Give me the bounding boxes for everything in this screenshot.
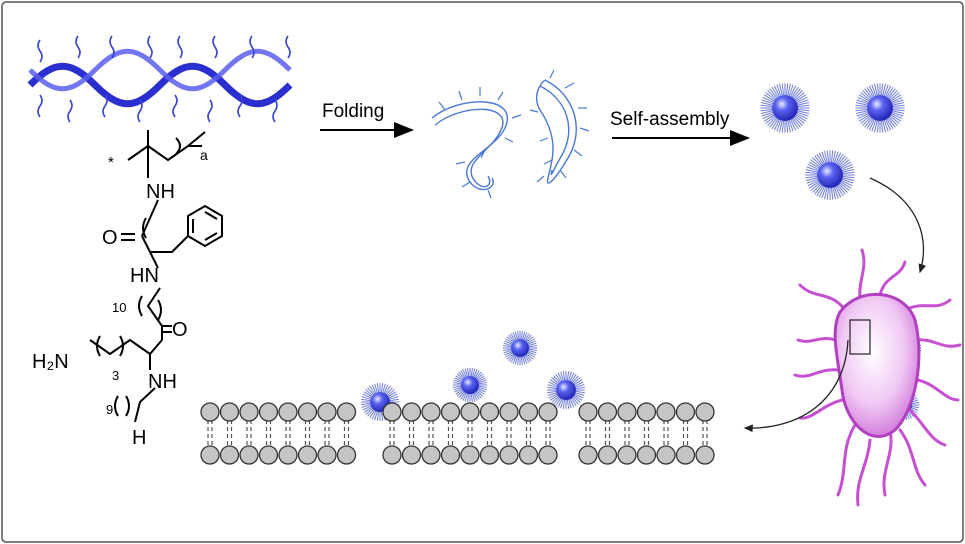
subscript-a: a <box>200 147 208 163</box>
subscript-10: 10 <box>112 300 126 315</box>
polymer-helix-icon <box>27 48 293 108</box>
subscript-9: 9 <box>106 402 113 417</box>
chemical-structure <box>89 130 223 423</box>
star-label: * <box>108 154 114 171</box>
h2n-label: H₂N <box>32 351 69 373</box>
nh-low-label: NH <box>148 371 177 393</box>
o-top-label: O <box>102 227 118 249</box>
o-mid-label: O <box>172 319 188 341</box>
nanoparticle-icon <box>805 150 855 200</box>
nanoparticle-icon <box>855 83 905 133</box>
lipid-bilayer-icon <box>200 402 715 465</box>
subscript-3: 3 <box>112 368 119 383</box>
hn-mid-label: HN <box>130 265 159 287</box>
h-end-label: H <box>132 427 146 449</box>
folded-chain-side-chains <box>438 69 590 199</box>
nanoparticle-icon <box>502 330 538 366</box>
helix-side-chains <box>37 35 291 123</box>
bacterium-icon <box>793 248 962 507</box>
curved-arrow-to-bacterium <box>869 177 927 274</box>
folded-chain-icon <box>431 79 577 191</box>
nanoparticle-icon <box>760 83 810 133</box>
folding-label: Folding <box>322 101 384 122</box>
self-assembly-label: Self-assembly <box>610 109 730 130</box>
nh-top-label: NH <box>146 181 175 203</box>
nanoparticle-icon <box>452 367 488 403</box>
arrow-to-membrane <box>743 339 849 433</box>
nanoparticle-icon <box>547 371 585 409</box>
